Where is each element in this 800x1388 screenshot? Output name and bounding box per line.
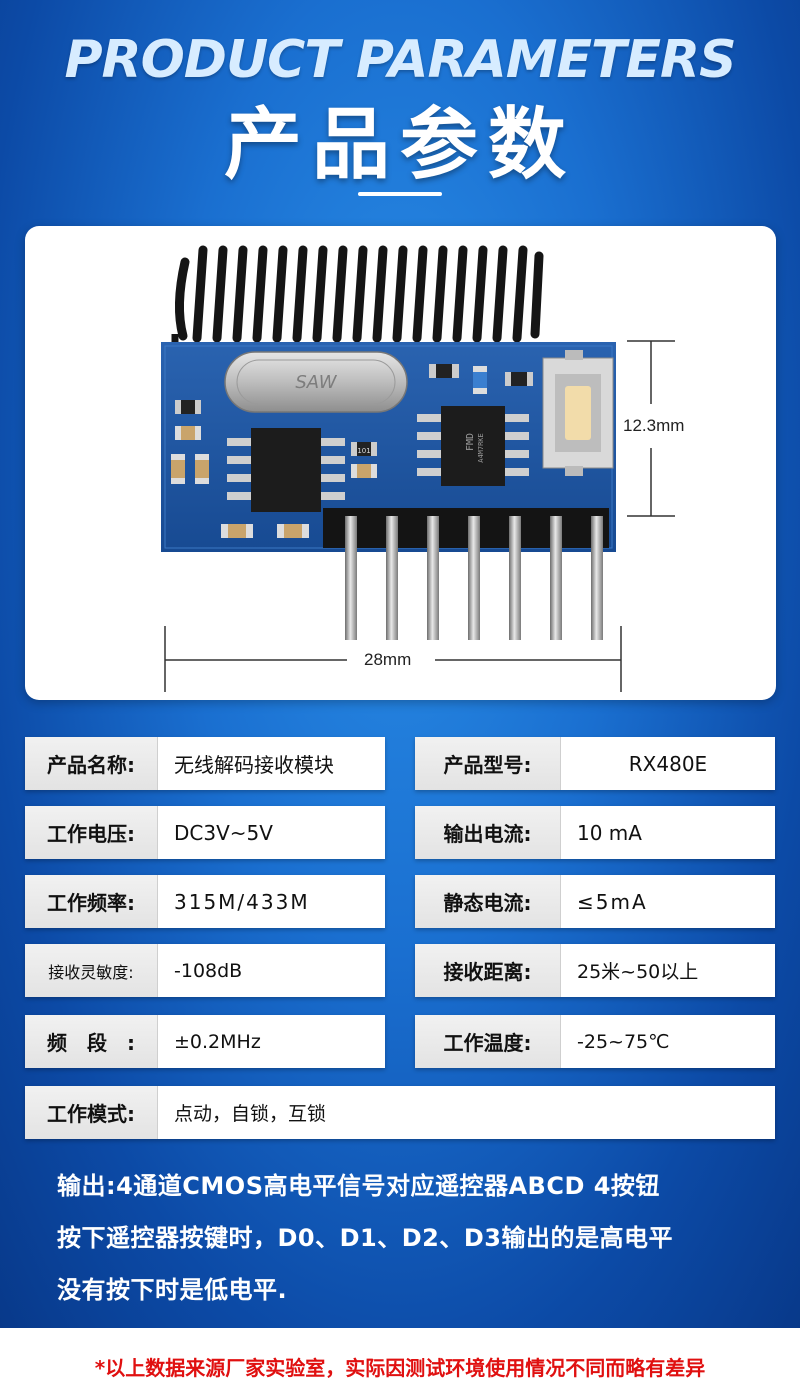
spec-product-name: 产品名称: 无线解码接收模块 [25, 737, 385, 790]
spec-value: ±0.2MHz [174, 1030, 261, 1053]
spec-label: 工作模式: [25, 1086, 158, 1139]
crystal-oscillator: SAW [224, 351, 408, 413]
spec-label: 工作频率: [25, 875, 158, 928]
spec-value: -25~75℃ [577, 1030, 670, 1053]
pin-header [323, 508, 609, 640]
spec-label: 工作温度: [415, 1015, 561, 1068]
title-english: PRODUCT PARAMETERS [64, 30, 736, 90]
height-dimension-label: 12.3mm [619, 416, 689, 436]
spec-label: 接收灵敏度: [25, 944, 158, 997]
spec-label: 产品名称: [25, 737, 158, 790]
spec-label: 静态电流: [415, 875, 561, 928]
spec-sensitivity: 接收灵敏度: -108dB [25, 944, 385, 997]
title-chinese: 产品参数 [223, 100, 576, 190]
spec-frequency: 工作频率: 315M/433M [25, 875, 385, 928]
output-note-line2: 按下遥控器按键时，D0、D1、D2、D3输出的是高电平 [57, 1224, 673, 1252]
spec-label: 产品型号: [415, 737, 561, 790]
disclaimer-footer: *以上数据来源厂家实验室，实际因测试环境使用情况不同而略有差异 [94, 1356, 706, 1380]
spec-value: -108dB [174, 959, 243, 982]
spec-value: ≤5mA [577, 889, 648, 914]
spec-value: DC3V~5V [174, 820, 273, 845]
decoder-chip [227, 428, 345, 512]
title-divider [358, 192, 442, 196]
spec-label: 频 段 : [25, 1015, 158, 1068]
svg-text:SAW: SAW [295, 372, 337, 393]
spec-value: RX480E [628, 751, 708, 776]
spec-label: 接收距离: [415, 944, 561, 997]
dimension-lines [164, 340, 675, 692]
svg-text:FMD: FMD [465, 433, 476, 451]
width-dimension-label: 28mm [360, 650, 416, 670]
smd-components: 101 [171, 364, 533, 538]
spec-output-current: 输出电流: 10 mA [415, 806, 775, 859]
spec-label: 输出电流: [415, 806, 561, 859]
spec-label: 工作电压: [25, 806, 158, 859]
spec-value: 点动，自锁，互锁 [174, 1103, 327, 1125]
spec-value: 无线解码接收模块 [174, 753, 334, 777]
spec-distance: 接收距离: 25米~50以上 [415, 944, 775, 997]
output-note-line1: 输出:4通道CMOS高电平信号对应遥控器ABCD 4按钮 [57, 1172, 660, 1200]
svg-text:101: 101 [357, 447, 370, 455]
learn-button [542, 350, 614, 476]
spec-temperature: 工作温度: -25~75℃ [415, 1015, 775, 1068]
receiver-chip: FMD A4M7RKE [417, 406, 529, 486]
spec-mode: 工作模式: 点动，自锁，互锁 [25, 1086, 775, 1139]
spec-static-current: 静态电流: ≤5mA [415, 875, 775, 928]
spec-value: 10 mA [577, 820, 642, 845]
product-photo-card: SAW FMD A4M7RKE [25, 226, 776, 700]
output-note-line3: 没有按下时是低电平. [57, 1276, 288, 1304]
spec-band: 频 段 : ±0.2MHz [25, 1015, 385, 1068]
svg-text:A4M7RKE: A4M7RKE [477, 433, 485, 463]
spec-value: 315M/433M [174, 889, 310, 914]
spec-value: 25米~50以上 [577, 961, 699, 983]
spec-model: 产品型号: RX480E [415, 737, 775, 790]
spec-voltage: 工作电压: DC3V~5V [25, 806, 385, 859]
rf-module-illustration: SAW FMD A4M7RKE [161, 245, 675, 692]
